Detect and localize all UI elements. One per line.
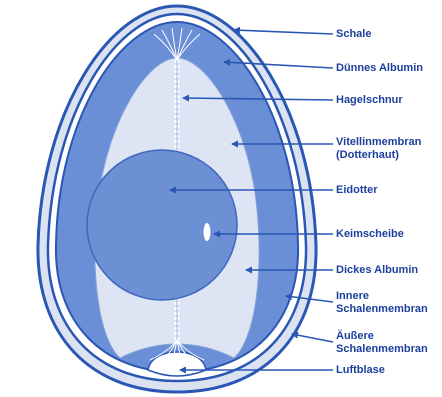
label-vitellinmembran-line2: (Dotterhaut): [336, 149, 421, 162]
label-schale: Schale: [336, 28, 371, 41]
label-luftblase: Luftblase: [336, 364, 385, 377]
label-hagelschnur: Hagelschnur: [336, 94, 403, 107]
yolk: [87, 150, 237, 300]
germinal-disc: [204, 223, 211, 241]
label-dickes-albumin: Dickes Albumin: [336, 264, 418, 277]
label-aeussere-line1: Äußere: [336, 330, 428, 343]
label-innere-schalenmembran: Innere Schalenmembran: [336, 290, 428, 316]
pointer-aeussere-schalenmembran: [292, 334, 333, 342]
label-innere-line2: Schalenmembran: [336, 303, 428, 316]
label-vitellinmembran-line1: Vitellinmembran: [336, 136, 421, 149]
label-vitellinmembran: Vitellinmembran (Dotterhaut): [336, 136, 421, 162]
pointer-schale: [234, 30, 333, 34]
label-duennes-albumin: Dünnes Albumin: [336, 62, 423, 75]
label-innere-line1: Innere: [336, 290, 428, 303]
label-keimscheibe: Keimscheibe: [336, 228, 404, 241]
label-eidotter: Eidotter: [336, 184, 378, 197]
label-aeussere-schalenmembran: Äußere Schalenmembran: [336, 330, 428, 356]
label-aeussere-line2: Schalenmembran: [336, 343, 428, 356]
